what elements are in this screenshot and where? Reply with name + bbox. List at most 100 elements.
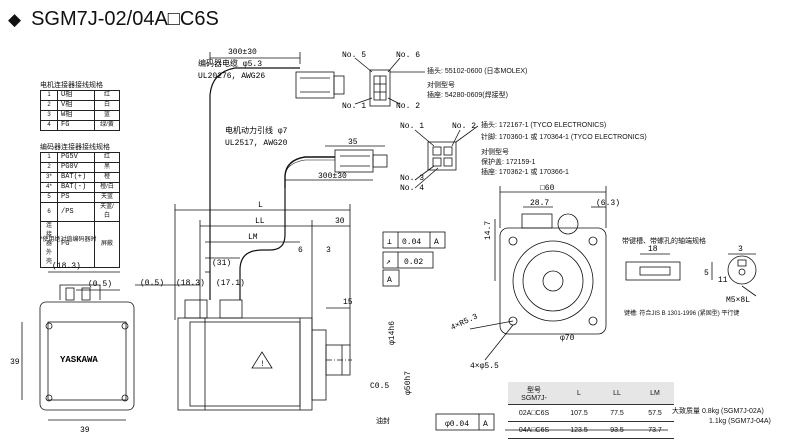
dims-cell: 04A□C6S [508,421,560,439]
yaskawa-logo: YASKAWA [60,355,98,365]
left-view-body [47,321,127,401]
encoder-table-caption: 编码器连接器接线规格 [40,144,110,151]
dim-flange: φ50h7 [404,371,413,395]
dim-15: 15 [343,298,353,307]
front-d14-7: 14.7 [484,221,493,240]
key-d5: 5 [704,269,709,278]
encoder-plug-nose [333,75,345,95]
left-d39-v: 39 [10,358,20,367]
keyed-shaft-caption: 带键槽、带螺孔的轴端规格 [622,238,706,245]
datum-label: A [387,276,392,285]
dim-LL: LL [255,217,265,226]
dims-header-cell: LM [636,382,674,405]
keyed-shaft-note: 键槽: 符合JIS B 1301-1996 (紧固型) 平行键 [624,311,740,317]
encoder-cable-spec: UL20276, AWG26 [198,72,265,81]
tol-run-symbol: ↗ [386,258,391,267]
left-d39-h: 39 [80,426,90,435]
diamond-icon: ◆ [8,9,22,29]
keyed-shaft-end [727,255,757,285]
title-text: SGM7J-02/04A□C6S [31,8,219,30]
encoder-cable [209,67,300,185]
dim-17-1: (17.1) [216,279,245,288]
front-hole: 4×φ5.5 [470,362,499,371]
encoder-plug-text: 插头: 55102-0600 (日本MOLEX) [427,68,528,75]
warning-icon [251,351,273,369]
encoder-socket-text: 插座: 54280-0609(焊接型) [427,92,508,99]
tol-conc-value: φ0.04 [445,420,469,429]
dim-0-5: (0.5) [140,279,164,288]
len-35: 35 [348,138,358,147]
pow-no2: No. 2 [452,122,476,131]
tol-run-frame [382,251,434,269]
left-view-frame [39,301,135,411]
encoder-table-note: *使用绝对值编码器时 [40,237,97,243]
enc-no2: No. 2 [396,102,420,111]
mass-line2: 1.1kg (SGM7J-04A) [709,418,771,425]
tol-flat-frame [382,231,446,249]
power-model-title: 对侧型号 [481,149,509,156]
pow-no1: No. 1 [400,122,424,131]
power-cable-spec: UL2517, AWG20 [225,139,288,148]
pow-no3: No. 3 [400,174,424,183]
tol-flat-datum: A [434,238,439,247]
dims-header-cell: 型号 SGM7J- [508,382,560,405]
key-d11: 11 [718,276,728,285]
dim-L: L [258,201,263,210]
left-d0-5: (0.5) [88,280,112,289]
power-plug-text: 插头: 172167-1 (TYCO ELECTRONICS) [481,122,607,129]
enc-no1: No. 1 [342,102,366,111]
dims-cell: 123.5 [560,421,598,439]
mass-line1: 0.8kg (SGM7J-02A) [701,408,764,415]
mass-title: 大致质量 [672,408,700,415]
front-d28-7: 28.7 [530,199,549,208]
dim-c0-5: C0.5 [370,382,389,391]
dim-3: 3 [326,246,331,255]
len-300-b: 300±30 [318,172,347,181]
pow-no4: No. 4 [400,184,424,193]
svg-text:!: ! [260,360,265,369]
dim-6: 6 [298,246,303,255]
dims-cell: 57.5 [636,404,674,422]
key-d18: 18 [648,245,658,254]
page-title: ◆ SGM7J-02/04A□C6S [8,8,219,31]
keyed-shaft-side [625,261,681,281]
power-housing-text: 保护盖: 172159-1 [481,159,536,166]
dims-header-cell: L [560,382,598,405]
len-300-a: 300±30 [228,48,257,57]
power-cable-label: 电机动力引线 φ7 [225,125,288,136]
dims-cell: 02A□C6S [508,404,560,422]
enc-no5: No. 5 [342,51,366,60]
dims-cell: 77.5 [598,404,636,422]
tol-flat-symbol: ⊥ [387,238,392,247]
oil-seal-note: 油封 [376,416,390,426]
front-d60: □60 [540,184,555,193]
left-d18-3: (18.3) [52,262,81,271]
dims-cell: 73.7 [636,421,674,439]
encoder-conn-face [369,69,391,107]
dims-header-cell: LL [598,382,636,405]
encoder-cable-label: 编码器电缆 φ5.3 [198,58,262,69]
power-conn-face [427,141,457,171]
front-d6-3: (6.3) [596,199,620,208]
tol-conc-frame [435,413,495,431]
motor-table-caption: 电机连接器接线规格 [40,82,103,89]
pin-signal: FG [57,221,95,268]
dim-18-3: (18.3) [176,279,205,288]
tol-flat-value: 0.04 [402,238,421,247]
pin-color: 屏蔽 [94,221,120,268]
tol-conc-datum: A [483,420,488,429]
front-view-flange [499,227,607,335]
front-r5-3: 4×R5.3 [449,312,479,332]
encoder-model-title: 对侧型号 [427,82,455,89]
power-plug-body [334,149,374,173]
dim-31: (31) [212,259,231,268]
power-socket-text: 插座: 170362-1 或 170366-1 [481,169,569,176]
